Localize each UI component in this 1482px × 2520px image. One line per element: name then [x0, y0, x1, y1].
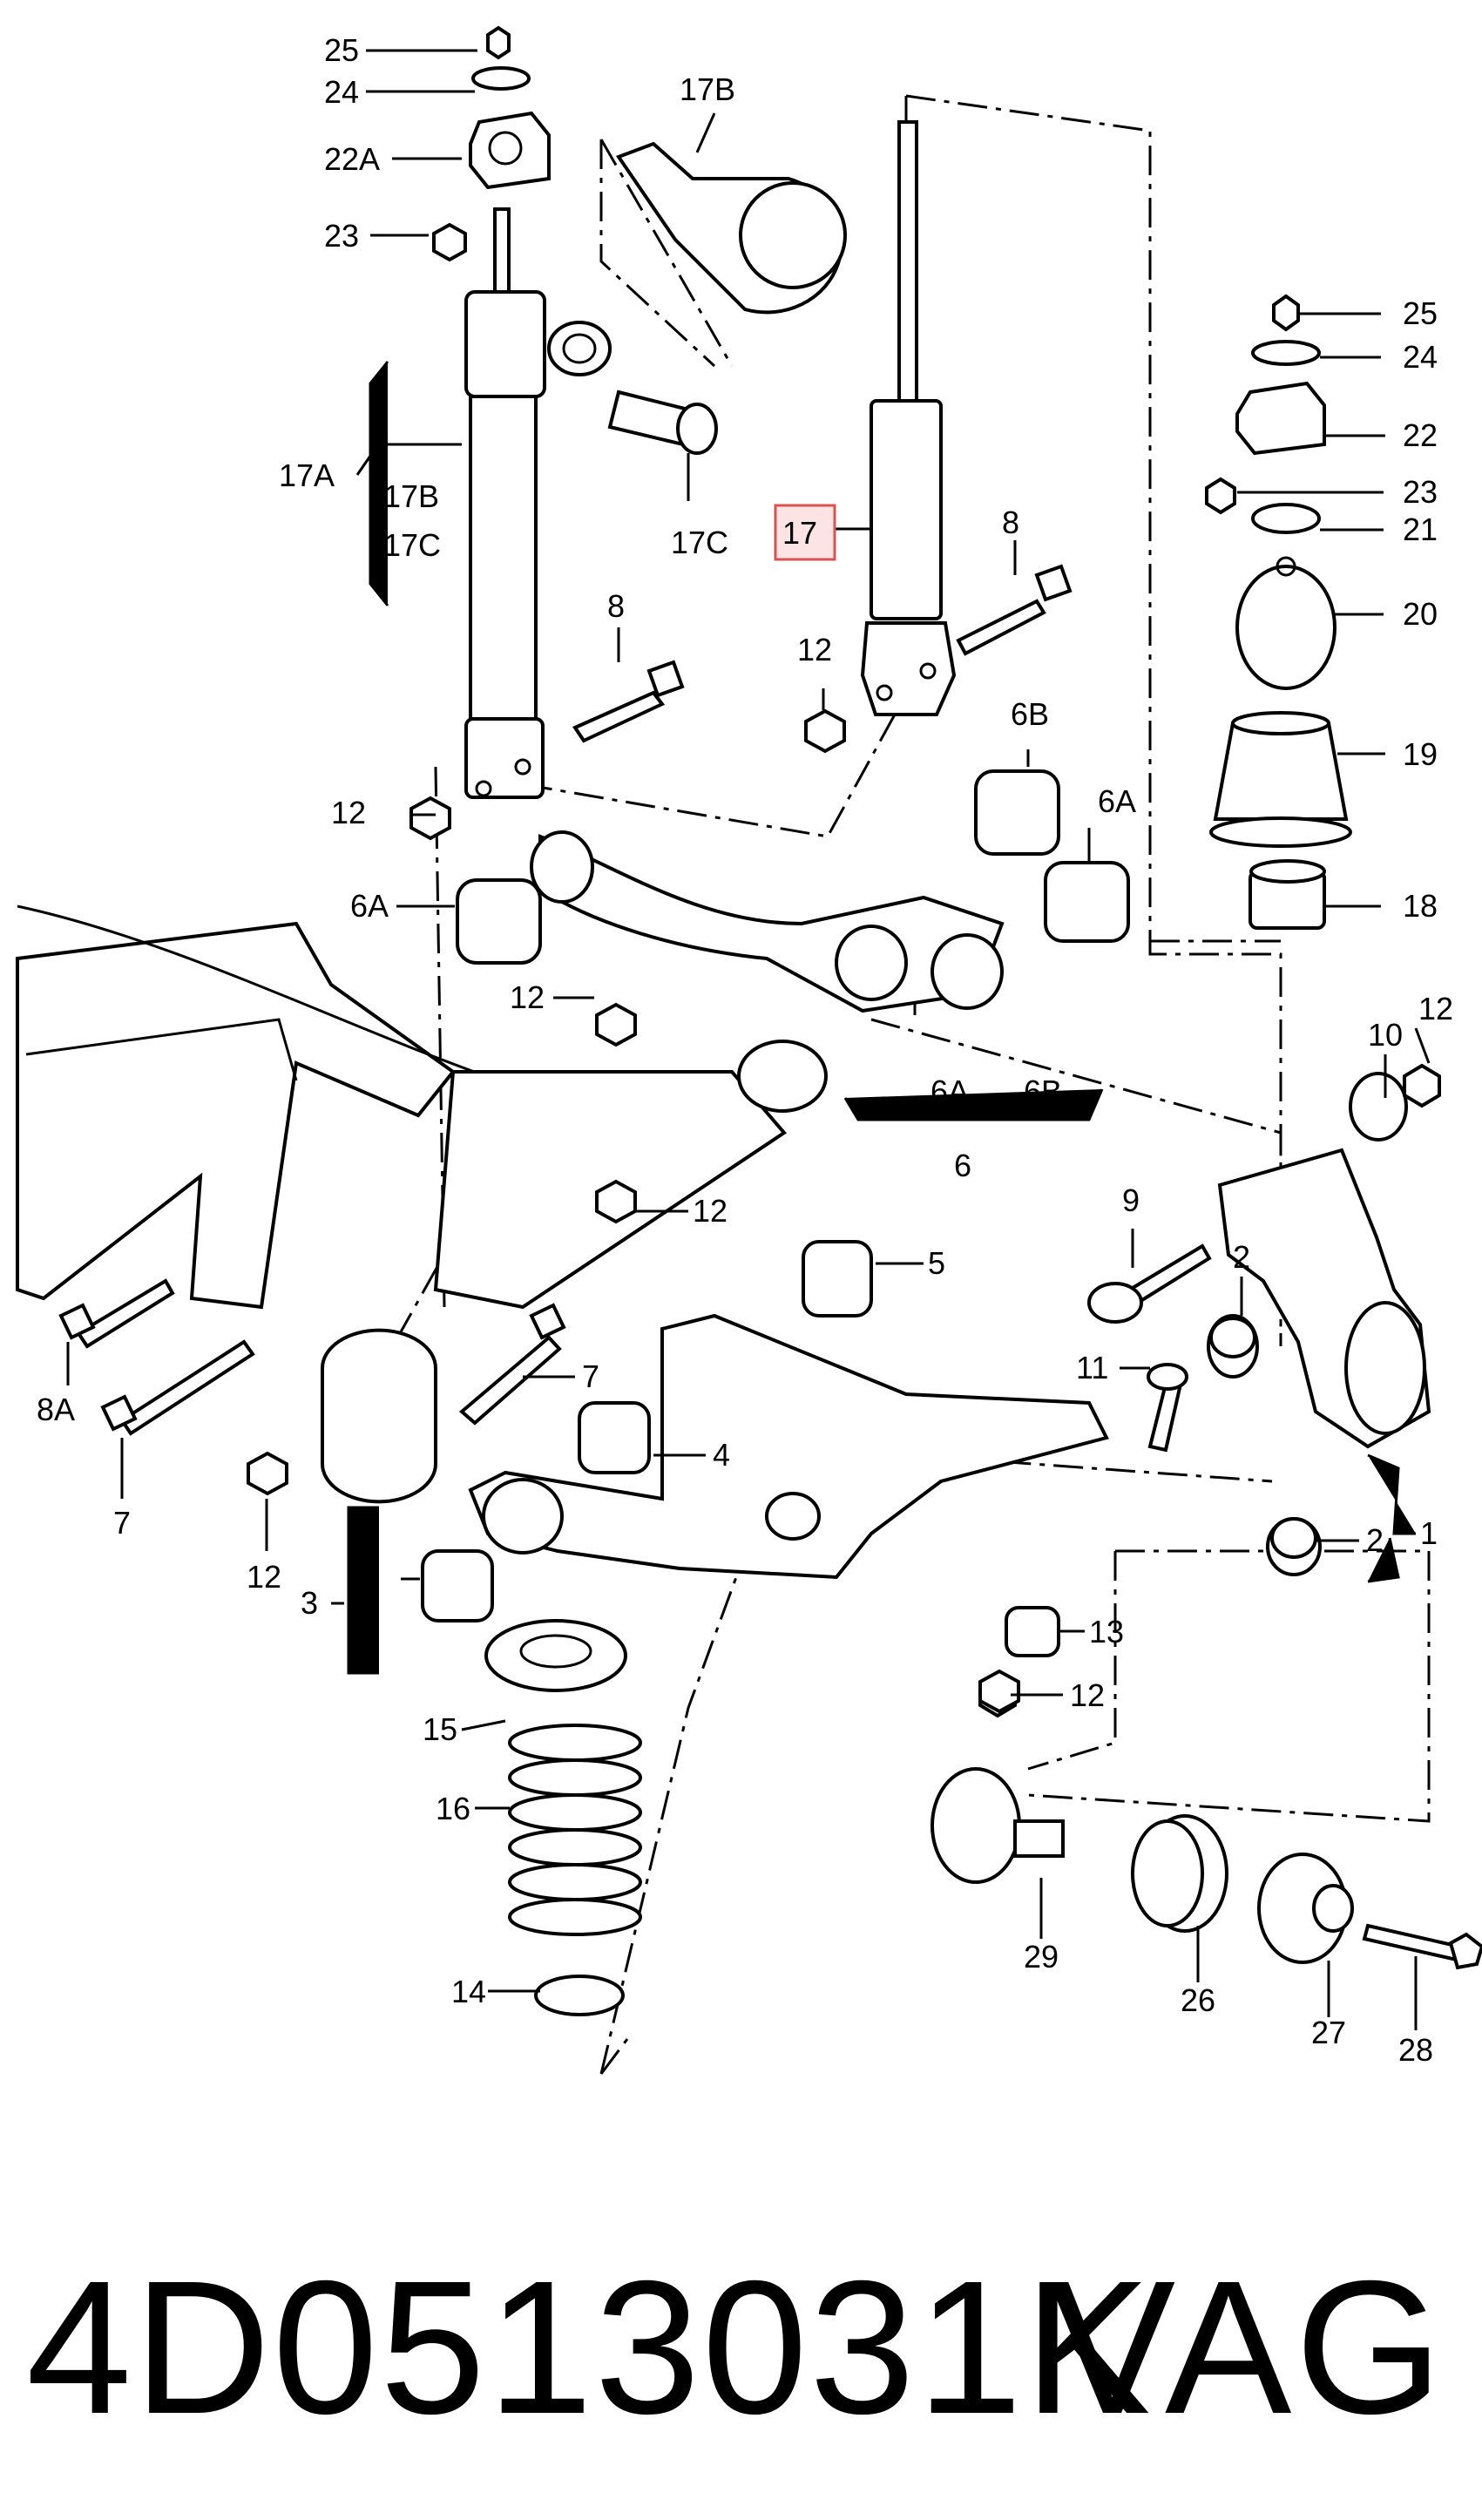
- label-14: 14: [451, 1974, 486, 2009]
- label-4-left: 4: [353, 1561, 370, 1597]
- label-12-lower-left: 12: [247, 1559, 281, 1595]
- label-4-mid: 4: [713, 1437, 730, 1473]
- right-strut-mount-stack: [1205, 294, 1352, 930]
- label-8-left: 8: [607, 588, 625, 624]
- label-13: 13: [1089, 1614, 1124, 1650]
- label-17b-top: 17B: [680, 71, 735, 107]
- label-26: 26: [1181, 1982, 1215, 2018]
- label-10: 10: [1368, 1017, 1403, 1053]
- label-22: 22: [1403, 417, 1438, 453]
- label-3: 3: [301, 1585, 318, 1621]
- label-6a-bottom: 6A: [930, 1074, 969, 1109]
- label-28: 28: [1398, 2032, 1433, 2068]
- label-17: 17: [782, 515, 817, 551]
- label-23-right: 23: [1403, 474, 1438, 510]
- label-17c: 17C: [383, 527, 441, 563]
- label-7-left: 7: [113, 1505, 131, 1541]
- coil-spring-assembly: [484, 1619, 642, 2016]
- part-number: 4D0513031K: [26, 2242, 1153, 2454]
- label-6a-left: 6A: [350, 888, 389, 924]
- label-12-right-top: 12: [1418, 991, 1453, 1026]
- brand-name: VAG: [1048, 2242, 1446, 2454]
- label-15: 15: [423, 1711, 457, 1747]
- label-7-mid: 7: [582, 1358, 599, 1394]
- label-9: 9: [1122, 1182, 1140, 1218]
- label-17c-right: 17C: [671, 525, 728, 560]
- nuts-12-top: [409, 708, 846, 841]
- label-19: 19: [1403, 736, 1438, 772]
- label-29: 29: [1024, 1939, 1059, 1975]
- label-20: 20: [1403, 596, 1438, 632]
- upper-control-arm-6: [456, 769, 1130, 1013]
- label-21: 21: [1403, 511, 1438, 547]
- left-shock-absorber: [432, 25, 718, 799]
- callout-labels: 25 24 22A 23 17B 17A 17B 17C 17C 17 8 8 …: [37, 32, 1453, 2068]
- label-18: 18: [1403, 888, 1438, 924]
- label-11: 11: [1076, 1350, 1108, 1385]
- bushings-2: [1209, 1317, 1317, 1559]
- label-27: 27: [1311, 2015, 1346, 2050]
- label-6: 6: [954, 1148, 971, 1183]
- label-17a: 17A: [279, 457, 335, 493]
- leader-lines: [66, 49, 1431, 2030]
- label-12-center: 12: [797, 632, 832, 667]
- label-8a: 8A: [37, 1392, 75, 1427]
- label-2-top: 2: [1233, 1239, 1250, 1275]
- label-6b-bottom: 6B: [1024, 1074, 1062, 1109]
- label-12-left: 12: [331, 795, 366, 830]
- label-5-left: 5: [353, 1608, 370, 1643]
- label-22a: 22A: [324, 141, 380, 177]
- label-23-left: 23: [324, 218, 359, 254]
- label-24-right: 24: [1403, 339, 1438, 375]
- label-17b: 17B: [383, 478, 439, 514]
- nuts-12-lower: [247, 1002, 1020, 1714]
- label-16: 16: [436, 1791, 470, 1826]
- label-2-bottom: 2: [1366, 1522, 1384, 1558]
- highlight-box-17: [774, 504, 836, 561]
- label-6b-top: 6B: [1011, 696, 1049, 732]
- label-25-right: 25: [1403, 295, 1438, 331]
- label-12-mid: 12: [510, 979, 545, 1015]
- label-12-lower-right: 12: [1070, 1677, 1105, 1713]
- bolts-8: [572, 564, 1073, 743]
- label-6a-right: 6A: [1098, 783, 1136, 819]
- part-17b-boot: [615, 141, 847, 315]
- label-8-right: 8: [1002, 505, 1019, 540]
- footer-caption: 4D0513031K VAG: [26, 2248, 1464, 2449]
- center-shock-absorber: [860, 120, 957, 716]
- hub-and-bearing: [930, 1767, 1482, 1970]
- label-24-left: 24: [324, 74, 359, 110]
- bolts-misc: [58, 1243, 1212, 1453]
- label-1: 1: [1420, 1515, 1438, 1551]
- label-25-left: 25: [324, 32, 359, 68]
- label-12-mid-lower: 12: [693, 1193, 727, 1229]
- label-5: 5: [928, 1245, 945, 1281]
